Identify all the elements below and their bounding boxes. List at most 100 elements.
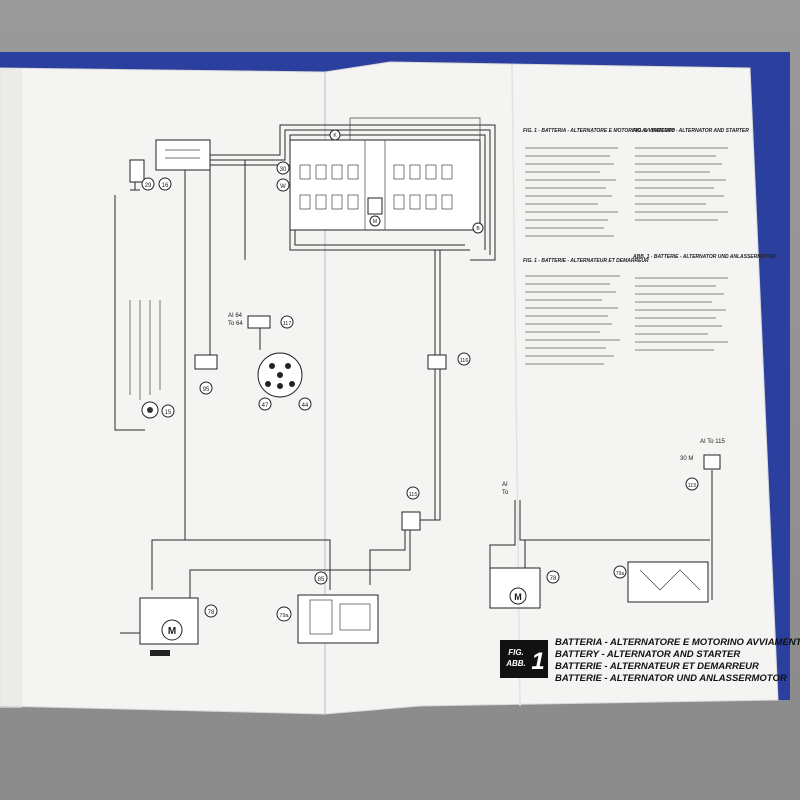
- right-115-label: 115: [688, 483, 697, 489]
- component-117-label: 117: [283, 321, 292, 327]
- component-16-label: 16: [162, 183, 169, 189]
- right-connector-115: [703, 454, 721, 470]
- instrument-panel-group: 30 W K M B: [276, 117, 484, 251]
- switch-wires: [129, 300, 161, 400]
- wire-top-loop: [210, 124, 496, 261]
- connector-115-box: [401, 511, 421, 531]
- fig-number: 1: [531, 648, 544, 675]
- component-85-label: 85: [318, 577, 325, 583]
- component-79a-circle: [276, 606, 292, 622]
- component-15-label: 15: [165, 410, 172, 416]
- title-fr: BATTERIE - ALTERNATEUR ET DEMARREUR: [555, 661, 759, 672]
- starter-ground-block: [150, 650, 170, 656]
- component-47-circle: [258, 397, 272, 411]
- component-116-circle: [457, 352, 471, 366]
- legend-block-it-en: FIG. 1 - BATTERIA - ALTERNATORE E MOTORI…: [523, 128, 749, 237]
- component-78-circle: [204, 604, 218, 618]
- title-it: BATTERIA - ALTERNATORE E MOTORINO AVVIAM…: [555, 637, 800, 648]
- fig-badge-line1: FIG.: [508, 648, 524, 657]
- panel-bottom-wire: [289, 230, 470, 251]
- ignition-switch-group: 15: [114, 195, 175, 431]
- component-95-label: 95: [203, 387, 210, 393]
- table-surface: [0, 700, 800, 800]
- component-30-label: 30: [280, 167, 287, 173]
- component-M-box: [367, 197, 383, 215]
- component-117-circle: [280, 315, 294, 329]
- right-78-circle: [546, 570, 560, 584]
- component-30-circle: [276, 161, 290, 175]
- component-B-label: B: [476, 226, 480, 232]
- legend-lines-de: [635, 277, 728, 351]
- component-116-label: 116: [460, 358, 469, 364]
- paper-sheet: [0, 61, 779, 715]
- note-right-to: To: [502, 490, 509, 496]
- right-wire-1: [489, 500, 516, 575]
- component-M-label: M: [373, 219, 377, 225]
- legend-block-fr-de: FIG. 1 - BATTERIE - ALTERNATEUR ET DEMAR…: [523, 254, 776, 365]
- wire-left-down: [151, 170, 186, 590]
- legend-header-en: FIG. 1 - BATTERY - ALTERNATOR AND STARTE…: [633, 128, 749, 134]
- wire-to-79a: [185, 539, 331, 590]
- component-85-circle: [314, 571, 328, 585]
- component-K-circle: [329, 129, 341, 141]
- fig-badge: [500, 640, 548, 678]
- right-motor-circle: [509, 587, 527, 605]
- component-95-box: [194, 354, 218, 370]
- alternator-regulator: [309, 599, 333, 635]
- component-M-circle: [369, 215, 381, 227]
- component-95-circle: [199, 381, 213, 395]
- panel-elements: [299, 140, 453, 230]
- right-78-label: 78: [550, 576, 557, 582]
- alternator-group: 85 79a: [276, 571, 379, 644]
- legend-lines-fr: [525, 275, 620, 365]
- battery-29-box: [129, 159, 145, 183]
- component-16-box: [155, 139, 211, 171]
- note-30m: 30 M: [680, 456, 693, 462]
- connector-47-group: 47 44: [257, 352, 312, 411]
- panel-top-wire: [349, 117, 481, 140]
- wire-to-78: [189, 530, 411, 600]
- figure-title-panel: FIG. ABB. 1 BATTERIA - ALTERNATORE E MOT…: [500, 637, 800, 684]
- component-15-circle: [161, 404, 175, 418]
- starter-motor-circle: [161, 619, 183, 641]
- starter-78-group: M 78: [120, 597, 218, 656]
- note-ai64: AI 64: [228, 313, 243, 319]
- right-alternator-detail: [639, 569, 701, 591]
- switch-feed: [114, 195, 145, 431]
- title-en: BATTERY - ALTERNATOR AND STARTER: [555, 649, 740, 660]
- alternator-box: [297, 594, 379, 644]
- wire-top-loop-2: [210, 129, 491, 255]
- legend-header-it: FIG. 1 - BATTERIA - ALTERNATORE E MOTORI…: [523, 128, 675, 134]
- component-115-circle: [406, 486, 420, 500]
- note-right-ai: AI: [502, 482, 508, 488]
- starter-motor-label: M: [168, 626, 176, 637]
- right-mini-diagram: AI To 115 30 M 115 AI To M 78 79a: [489, 439, 725, 609]
- switch-15-center: [147, 407, 153, 413]
- legend-lines-it: [525, 147, 618, 237]
- title-de: BATTERIE - ALTERNATOR UND ANLASSERMOTOR: [555, 673, 787, 684]
- wire-top-loop-3: [210, 134, 486, 250]
- battery-group: 29 16: [129, 139, 211, 191]
- component-W-label: W: [280, 184, 286, 190]
- component-K-label: K: [333, 133, 337, 139]
- right-motor-label: M: [514, 592, 522, 602]
- component-W-circle: [276, 178, 290, 192]
- wire-to-85: [369, 530, 406, 585]
- component-16-circle: [158, 177, 172, 191]
- legend-header-fr: FIG. 1 - BATTERIE - ALTERNATEUR ET DEMAR…: [523, 258, 649, 264]
- component-B-circle: [472, 222, 484, 234]
- fig-badge-line2: ABB.: [505, 659, 526, 668]
- note-to64: To 64: [228, 321, 243, 327]
- alternator-diodes: [339, 603, 371, 631]
- component-78-label: 78: [208, 610, 215, 616]
- right-79a-label: 79a: [616, 571, 625, 577]
- right-115-circle: [685, 477, 699, 491]
- component-79a-label: 79a: [279, 613, 289, 619]
- note-ai115: AI To 115: [700, 439, 725, 445]
- connector-117-box: [247, 315, 271, 329]
- right-wire-2: [519, 500, 710, 541]
- component-47-label: 47: [262, 403, 269, 409]
- component-29-circle: [141, 177, 155, 191]
